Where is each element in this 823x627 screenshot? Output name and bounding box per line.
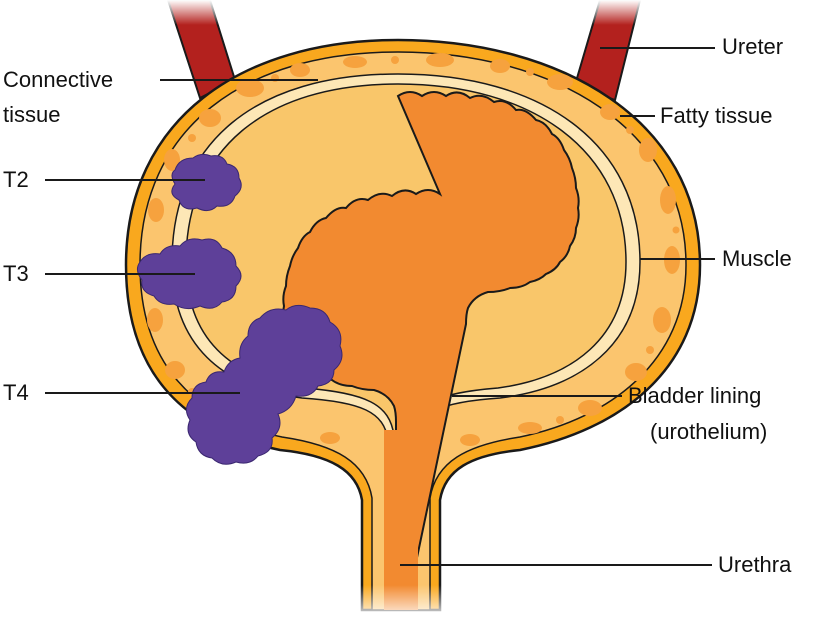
label-bladder-lining: Bladder lining [628, 382, 761, 410]
label-connective-tissue-line2: tissue [3, 101, 60, 129]
label-ureter: Ureter [722, 33, 783, 61]
label-t3: T3 [3, 260, 29, 288]
label-t2: T2 [3, 166, 29, 194]
label-urethra: Urethra [718, 551, 791, 579]
urethra-channel [384, 430, 418, 610]
label-muscle: Muscle [722, 245, 792, 273]
label-bladder-lining-line2: (urothelium) [650, 418, 767, 446]
label-t4: T4 [3, 379, 29, 407]
label-fatty-tissue: Fatty tissue [660, 102, 772, 130]
label-connective-tissue: Connective [3, 66, 113, 94]
